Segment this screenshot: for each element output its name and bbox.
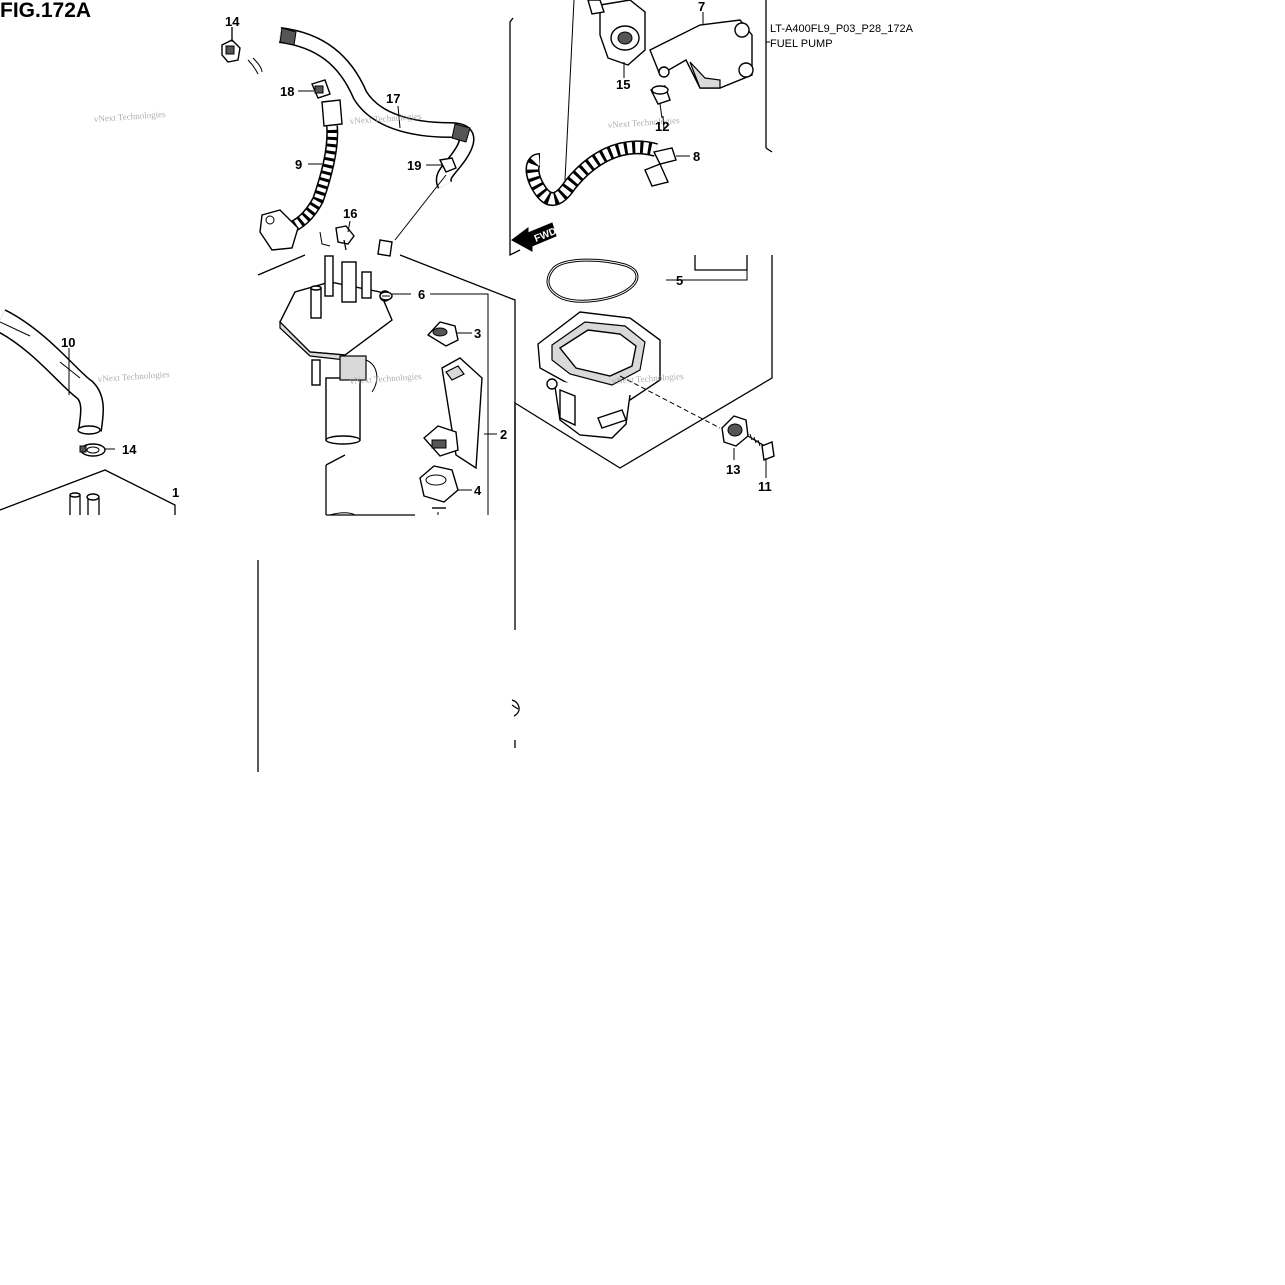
leader-lines [68, 12, 770, 515]
callout-1: 1 [172, 485, 179, 500]
bottom-fragment [329, 512, 520, 748]
clamp-part-19 [377, 157, 457, 257]
callout-16: 16 [343, 206, 357, 221]
callout-14-lower: 14 [122, 442, 137, 457]
callout-18: 18 [280, 84, 294, 99]
callout-2: 2 [500, 427, 507, 442]
tube-part-8 [525, 0, 677, 206]
grommet-part-3 [426, 321, 459, 347]
callout-13: 13 [726, 462, 740, 477]
callout-4: 4 [474, 483, 482, 498]
callout-numbers: 1 2 3 4 5 6 7 8 9 10 11 12 13 14 14 15 1… [61, 0, 772, 500]
bolt-part-11 [747, 433, 775, 461]
forward-arrow-label: FWD [533, 226, 558, 245]
watermark: vNext Technologies [93, 109, 166, 124]
pump-case [537, 311, 721, 439]
watermark: vNext Technologies [97, 369, 170, 384]
callout-5: 5 [676, 273, 683, 288]
clamp-part-18 [311, 79, 331, 99]
callout-15: 15 [616, 77, 630, 92]
filter-cap-part-4 [419, 465, 459, 509]
forward-arrow-icon: FWD [511, 222, 558, 252]
frame-lines [0, 0, 773, 772]
callout-9: 9 [295, 157, 302, 172]
fuel-filter-part-2 [423, 357, 483, 470]
screw-part-6 [379, 291, 393, 301]
callout-12: 12 [655, 119, 669, 134]
tank-fittings-part-1 [69, 492, 100, 515]
fuel-pump-assembly [279, 255, 393, 445]
callout-6: 6 [418, 287, 425, 302]
gasket-part-5 [546, 258, 639, 303]
callout-14-upper: 14 [225, 14, 240, 29]
callout-7: 7 [698, 0, 705, 14]
grommet-part-12 [649, 85, 671, 119]
wiring-harness-part-9 [259, 99, 343, 251]
sender-bracket-part-7 [649, 19, 754, 89]
callout-17: 17 [386, 91, 400, 106]
clamp-part-14-lower [79, 443, 106, 457]
figure-title: FIG.172A [0, 0, 91, 22]
callout-3: 3 [474, 326, 481, 341]
callout-8: 8 [693, 149, 700, 164]
callout-11: 11 [758, 479, 772, 494]
callout-10: 10 [61, 335, 75, 350]
sender-unit-part-15 [587, 0, 646, 66]
hose-part-10 [0, 309, 104, 435]
hose-part-17 [278, 27, 475, 189]
section-name: FUEL PUMP [770, 38, 833, 50]
fitting-part-16 [319, 225, 355, 251]
callout-19: 19 [407, 158, 421, 173]
figure-code: LT-A400FL9_P03_P28_172A [770, 23, 914, 35]
grommet-part-13 [721, 415, 749, 447]
clamp-part-14-upper [221, 27, 263, 75]
